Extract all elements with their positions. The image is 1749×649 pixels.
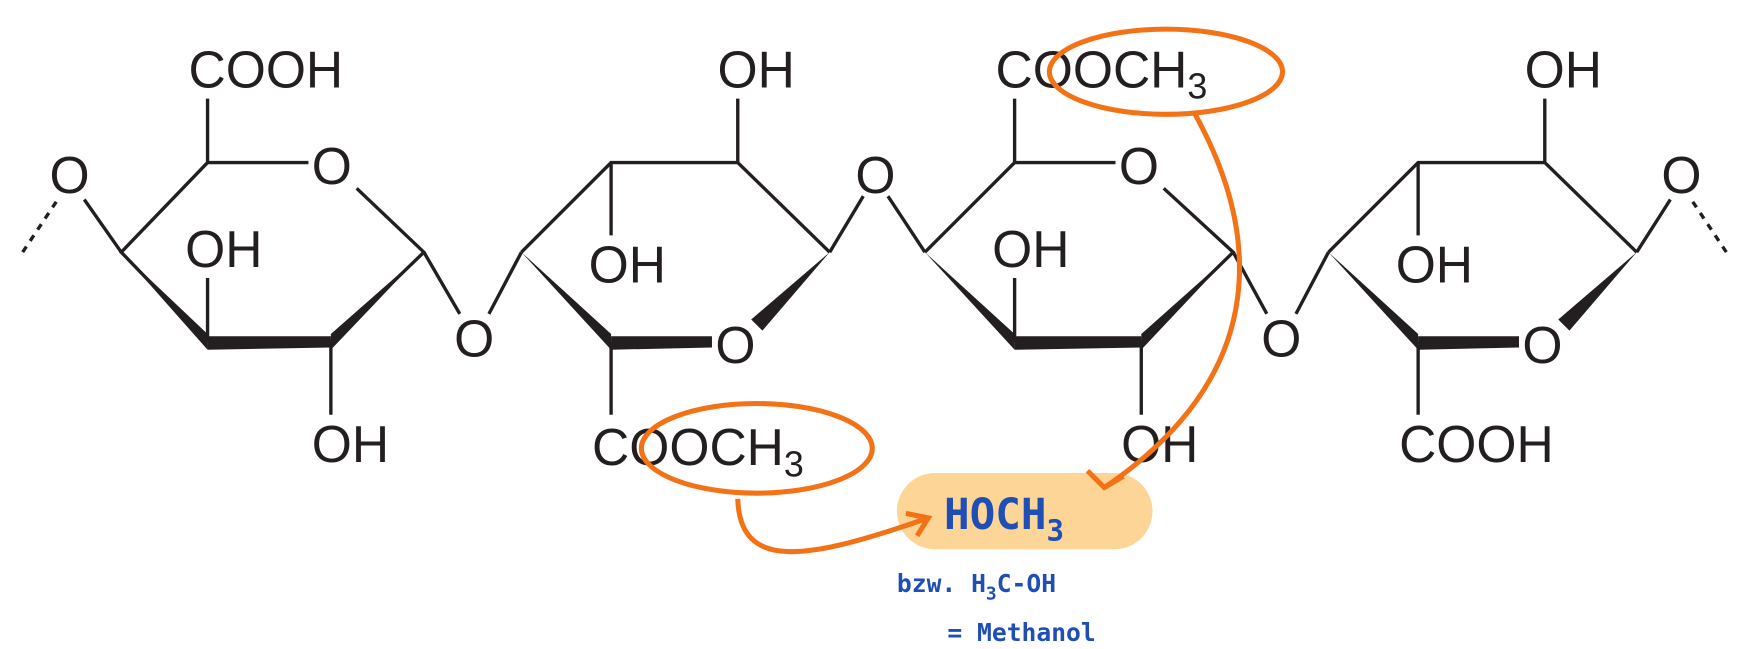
cooh-label: COOH (1399, 415, 1554, 473)
oh-label: OH (589, 235, 666, 293)
oh-label: OH (992, 220, 1069, 278)
cooh-label: COOH (189, 40, 344, 98)
glycosidic-oxygen-label: O (855, 146, 895, 204)
arrowhead-icon (1085, 468, 1125, 491)
alternative-formula: bzw. H3C-OH (897, 569, 1056, 605)
oh-label: OH (185, 220, 262, 278)
ring-4-galacturonic-acid: OH OH O COOH O (1327, 40, 1728, 473)
oh-label: OH (1396, 235, 1473, 293)
arrow-top-to-methanol (1102, 113, 1242, 490)
oh-label: OH (718, 40, 795, 98)
ring-1-galacturonic-acid: COOH O OH OH O (21, 40, 427, 473)
glycosidic-oxygen-label: O (454, 309, 494, 367)
ring-oxygen-label: O (715, 316, 755, 374)
ring-oxygen-label: O (1119, 137, 1159, 195)
methyl-ester-circle-top (1046, 26, 1286, 117)
ring-oxygen-label: O (1522, 316, 1562, 374)
oxygen-label: O (1661, 146, 1701, 204)
arrow-bottom-to-methanol (735, 498, 930, 555)
ring-oxygen-label: O (312, 137, 352, 195)
oxygen-label: O (50, 146, 90, 204)
arrowhead-icon (905, 510, 933, 538)
cooch3-label: COOCH3 (592, 418, 804, 484)
ring-2-methylated: OH OH O COOCH3 (520, 40, 831, 484)
oh-label: OH (312, 415, 389, 473)
glycosidic-oxygen-label: O (1261, 309, 1301, 367)
methanol-highlight-box (896, 473, 1153, 550)
methanol-formula: HOCH3 (944, 490, 1064, 547)
methyl-ester-circle-bottom (638, 401, 875, 496)
cooch3-label: COOCH3 (996, 40, 1208, 106)
methanol-name: = Methanol (947, 618, 1095, 647)
ring-3-methylated: COOCH3 O OH OH (923, 40, 1236, 473)
oh-label: OH (1525, 40, 1602, 98)
